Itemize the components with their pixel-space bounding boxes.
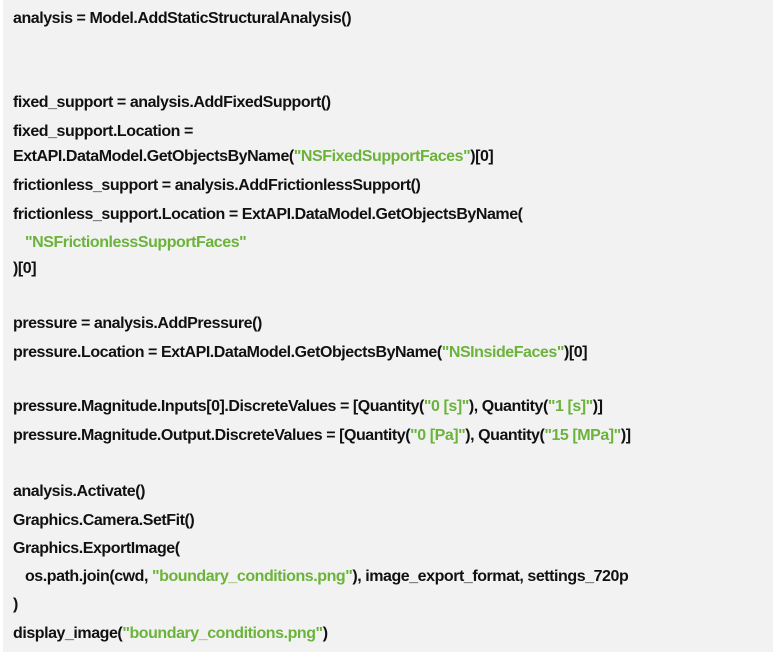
code-token: ), image_export_format, settings_720p bbox=[352, 568, 629, 585]
code-line: ExtAPI.DataModel.GetObjectsByName("NSFix… bbox=[13, 147, 494, 167]
code-token: frictionless_support = analysis.AddFrict… bbox=[13, 177, 421, 194]
string-literal: "15 [MPa]" bbox=[544, 427, 621, 444]
string-literal: "NSFrictionlessSupportFaces" bbox=[25, 234, 247, 251]
code-token: )[0] bbox=[13, 260, 37, 277]
code-token: )] bbox=[620, 427, 631, 444]
string-literal: "0 [Pa]" bbox=[410, 427, 466, 444]
code-token: )[0] bbox=[563, 344, 588, 361]
code-line: frictionless_support.Location = ExtAPI.D… bbox=[13, 205, 523, 225]
string-literal: "0 [s]" bbox=[423, 398, 469, 415]
code-line: os.path.join(cwd, "boundary_conditions.p… bbox=[13, 567, 629, 587]
code-line: fixed_support = analysis.AddFixedSupport… bbox=[13, 93, 331, 113]
code-line: analysis.Activate() bbox=[13, 482, 145, 502]
code-token bbox=[13, 234, 25, 251]
code-token: os.path.join(cwd, bbox=[13, 568, 152, 585]
code-token: pressure.Magnitude.Inputs[0].DiscreteVal… bbox=[13, 398, 424, 415]
code-token: fixed_support.Location = bbox=[13, 123, 193, 140]
code-line: Graphics.Camera.SetFit() bbox=[13, 511, 195, 531]
code-line: frictionless_support = analysis.AddFrict… bbox=[13, 176, 421, 196]
string-literal: "boundary_conditions.png" bbox=[152, 568, 353, 585]
code-line: Graphics.ExportImage( bbox=[13, 539, 180, 559]
code-line: )[0] bbox=[13, 259, 37, 279]
code-token: fixed_support = analysis.AddFixedSupport… bbox=[13, 94, 331, 111]
string-literal: "NSInsideFaces" bbox=[441, 344, 565, 361]
code-line: pressure.Magnitude.Inputs[0].DiscreteVal… bbox=[13, 397, 603, 417]
code-line: display_image("boundary_conditions.png") bbox=[13, 624, 328, 644]
code-token: pressure = analysis.AddPressure() bbox=[13, 315, 262, 332]
code-token: ) bbox=[322, 625, 328, 642]
code-line: pressure.Magnitude.Output.DiscreteValues… bbox=[13, 426, 631, 446]
code-token: ), Quantity( bbox=[465, 427, 545, 444]
code-token: ) bbox=[13, 596, 18, 613]
code-line: pressure = analysis.AddPressure() bbox=[13, 314, 262, 334]
code-line: "NSFrictionlessSupportFaces" bbox=[13, 233, 247, 253]
code-token: analysis = Model.AddStaticStructuralAnal… bbox=[13, 10, 352, 27]
code-line: ) bbox=[13, 595, 18, 615]
code-token: ExtAPI.DataModel.GetObjectsByName( bbox=[13, 148, 294, 165]
string-literal: "1 [s]" bbox=[547, 398, 593, 415]
code-token: )] bbox=[592, 398, 603, 415]
code-token: pressure.Magnitude.Output.DiscreteValues… bbox=[13, 427, 411, 444]
code-line: fixed_support.Location = bbox=[13, 122, 193, 142]
code-token: frictionless_support.Location = ExtAPI.D… bbox=[13, 206, 523, 223]
code-token: )[0] bbox=[470, 148, 494, 165]
code-line: analysis = Model.AddStaticStructuralAnal… bbox=[13, 9, 352, 29]
string-literal: "NSFixedSupportFaces" bbox=[293, 148, 471, 165]
code-line: pressure.Location = ExtAPI.DataModel.Get… bbox=[13, 343, 588, 363]
code-token: pressure.Location = ExtAPI.DataModel.Get… bbox=[13, 344, 442, 361]
code-token: ), Quantity( bbox=[468, 398, 548, 415]
code-token: analysis.Activate() bbox=[13, 483, 145, 500]
code-block: analysis = Model.AddStaticStructuralAnal… bbox=[3, 0, 773, 652]
string-literal: "boundary_conditions.png" bbox=[122, 625, 323, 642]
code-token: Graphics.ExportImage( bbox=[13, 540, 180, 557]
code-token: display_image( bbox=[13, 625, 123, 642]
code-token: Graphics.Camera.SetFit() bbox=[13, 512, 195, 529]
